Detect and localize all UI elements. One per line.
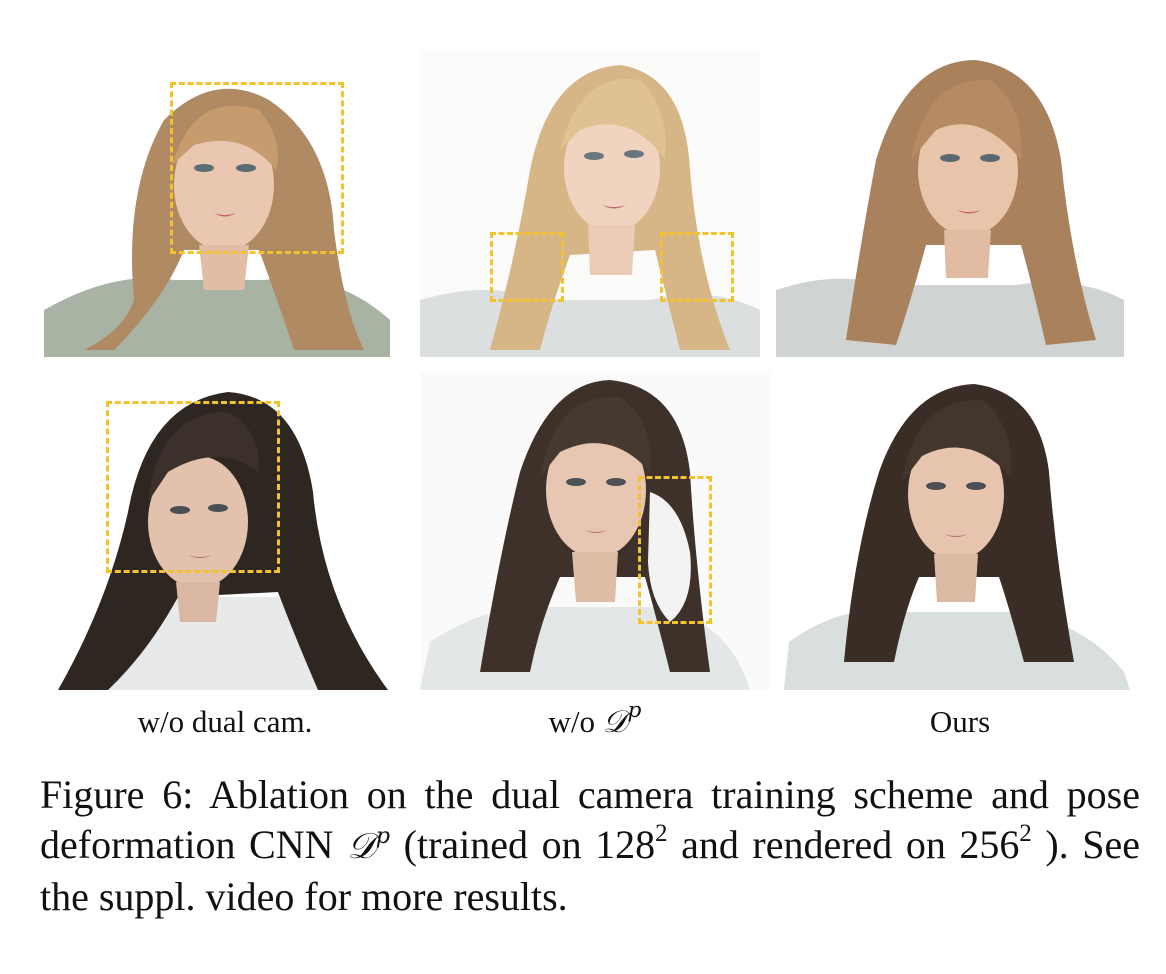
portrait-image — [420, 372, 770, 690]
portrait-image — [784, 372, 1130, 690]
caption-math-superscript: p — [375, 822, 391, 849]
caption-prefix: Figure 6: — [40, 772, 194, 817]
figure-image-grid — [44, 50, 1130, 690]
column-label-no-dual-cam: w/o dual cam. — [137, 704, 313, 739]
caption-superscript-1: 2 — [655, 820, 668, 848]
caption-text-4: ). See the suppl. video for more results… — [40, 822, 1141, 919]
caption-text-2: (trained on 128 — [390, 822, 656, 867]
caption-text-1: Ablation on the dual camera training sch… — [40, 772, 1141, 867]
portrait-image — [44, 50, 390, 357]
math-symbol-base: 𝒟 — [602, 704, 628, 740]
portrait-blonde-no-dual-cam — [44, 50, 390, 357]
portrait-blonde-ours — [776, 50, 1124, 357]
figure-caption: Figure 6: Ablation on the dual camera tr… — [40, 770, 1140, 922]
column-label-no-pose-cnn: w/o 𝒟p — [430, 700, 760, 742]
math-symbol-superscript: p — [627, 698, 642, 724]
math-symbol-d: 𝒟p — [602, 700, 642, 740]
portrait-brunette-no-pose-cnn — [420, 372, 770, 690]
portrait-image — [776, 50, 1124, 357]
portrait-brunette-ours — [784, 372, 1130, 690]
column-label-text: w/o — [548, 704, 603, 739]
column-label-ours: Ours — [929, 704, 991, 739]
portrait-blonde-no-pose-cnn — [420, 50, 760, 357]
caption-superscript-2: 2 — [1019, 820, 1032, 848]
portrait-image — [420, 50, 760, 357]
caption-math-base: 𝒟 — [347, 826, 376, 867]
portrait-brunette-no-dual-cam — [48, 372, 404, 690]
caption-text-3: and rendered on 256 — [667, 822, 1020, 867]
caption-math-symbol: 𝒟p — [347, 822, 391, 867]
portrait-image — [48, 372, 404, 690]
